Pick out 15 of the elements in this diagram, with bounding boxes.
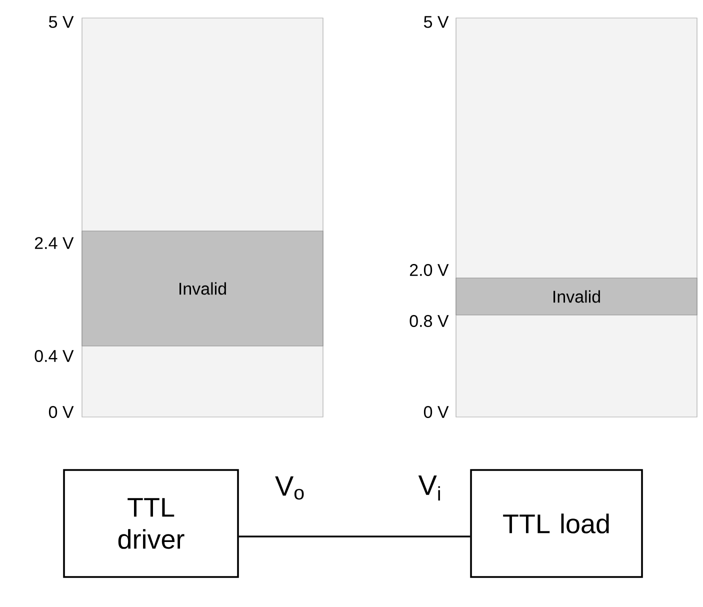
voltage-label: 0.4 V [34,350,74,362]
voltage-label: 0 V [424,406,449,418]
signal-label: V$_{i}$ [418,476,440,500]
voltage-label: 5 V [48,16,74,28]
signal-label: V$_{o}$ [275,476,304,500]
process-box: TTL driver [63,469,239,578]
invalid-band: Invalid [82,230,324,346]
voltage-label: 0 V [48,406,74,418]
invalid-band: Invalid [456,278,698,316]
voltage-label: 2.0 V [410,264,449,276]
process-box: TTL load [470,469,643,578]
column-bar [456,18,698,418]
voltage-label: 0.8 V [410,314,449,328]
voltage-label: 5 V [424,16,449,28]
connecting-line [238,536,470,538]
